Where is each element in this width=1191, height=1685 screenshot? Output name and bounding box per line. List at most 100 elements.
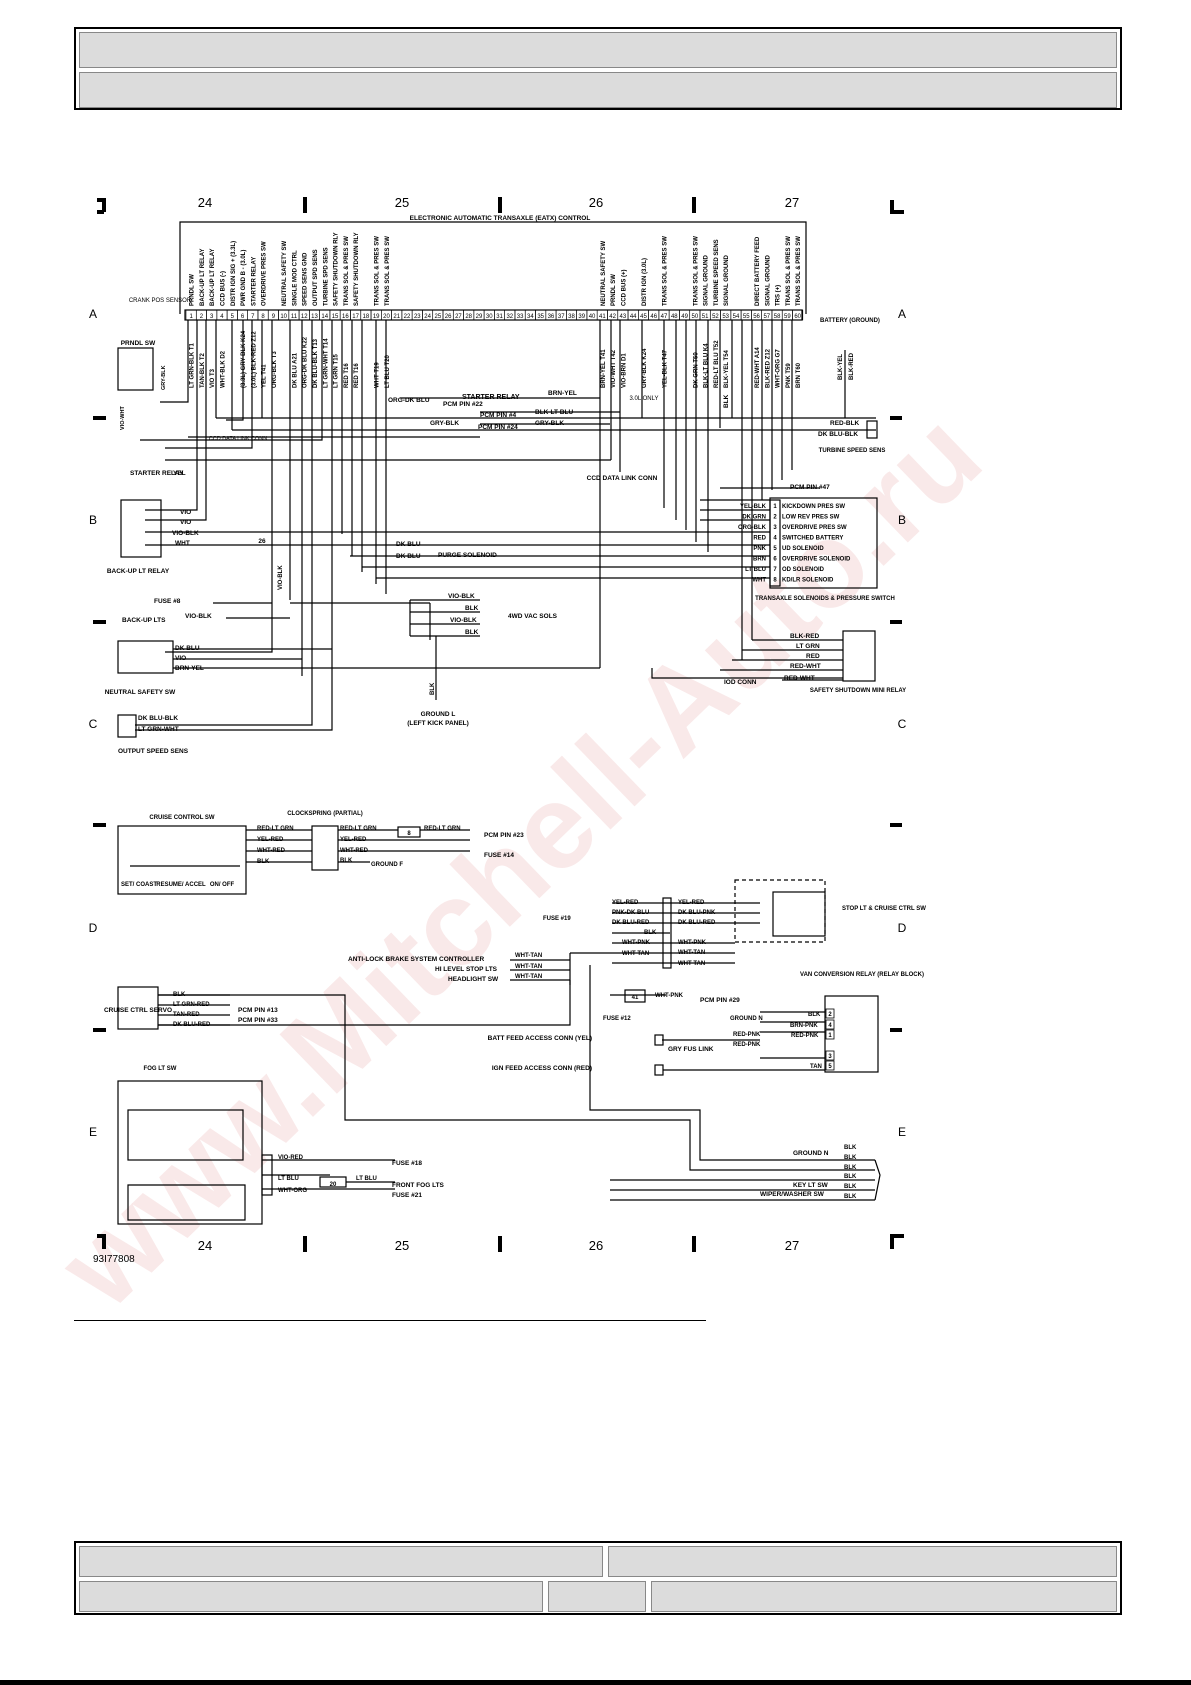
pin-wire-60: BRN T60 [796, 362, 802, 388]
pin-function-52: TURBINE SPEED SENS [714, 239, 720, 306]
pin-number-50: 50 [692, 314, 699, 320]
solenoid-pin-8-name: KD/LR SOLENOID [782, 578, 834, 584]
label-gry-blk: GRY-BLK [161, 365, 167, 390]
label-blk-e3: BLK [844, 1165, 857, 1171]
label-lt-blu-2: LT BLU [356, 1176, 377, 1182]
label-servo-blk: BLK [173, 992, 186, 998]
footer-frame [74, 1541, 1122, 1615]
pin-function-50: TRANS SOL & PRES SW [693, 236, 699, 306]
pin-number-10: 10 [280, 314, 287, 320]
pin-number-46: 46 [650, 314, 657, 320]
label-yel: YEL [173, 470, 186, 477]
solenoid-pin-7-number: 7 [773, 567, 777, 573]
label-prndl-sw: PRNDL SW [121, 340, 156, 347]
pin-function-58: TRS (+) [776, 285, 782, 306]
label-pcm-pin-47: PCM PIN #47 [790, 484, 830, 491]
label-blk-v1: BLK [808, 1012, 821, 1018]
label-wht-pnk-a: WHT-PNK [622, 940, 651, 946]
pin-number-7: 7 [251, 314, 255, 320]
pin-wire-9: ORG-BLK T3 [272, 351, 278, 388]
label-cc-red-lt-grn-3: RED-LT GRN [424, 826, 461, 832]
pin-function-19: TRANS SOL & PRES SW [375, 236, 381, 306]
label-back-up-lts: BACK-UP LTS [122, 617, 166, 624]
pin-number-31: 31 [496, 314, 503, 320]
pin-number-8: 8 [261, 314, 265, 320]
label-purge-solenoid: PURGE SOLENOID [438, 552, 497, 559]
section-rule [74, 1320, 706, 1321]
pin-function-3: BACK-UP LT RELAY [210, 248, 216, 306]
label-key-lt-sw: KEY LT SW [793, 1182, 829, 1189]
row-letter-right-A: A [898, 307, 906, 321]
pin-number-36: 36 [548, 314, 555, 320]
pin-wire-16: RED T16 [344, 363, 350, 388]
row-letter-right-C: C [898, 717, 907, 731]
label-batt-feed: BATT FEED ACCESS CONN (YEL) [488, 1035, 592, 1042]
label-vio: VIO [180, 509, 191, 516]
relay-terminal-4: 4 [828, 1023, 832, 1029]
label-vio-blk-vert: VIO-BLK [278, 565, 284, 590]
pin-number-41: 41 [599, 314, 606, 320]
label-wht-tan-1: WHT-TAN [515, 953, 542, 959]
pin-function-11: SINGLE MOD CTRL [292, 250, 298, 306]
pin-number-26: 26 [445, 314, 452, 320]
label-red-wht: RED-WHT [790, 663, 821, 670]
pin-wire-47: YEL-BLK T47 [663, 349, 669, 388]
label-org-dk-blu: ORG-DK BLU [388, 397, 430, 404]
label-pcm-pin-29: PCM PIN #29 [700, 997, 740, 1004]
label-gry-blk-2: GRY-BLK [430, 420, 459, 427]
label-vio-blk: VIO-BLK [172, 530, 199, 537]
pin-wire-2: TAN-BLK T2 [200, 352, 206, 388]
column-header-top-27: 27 [785, 195, 799, 210]
pin-wire-6: (3.3L) GRY-BLK K24 [241, 330, 247, 388]
label-fuse-14: FUSE #14 [484, 852, 514, 859]
wiring-lines [93, 197, 904, 1252]
footer-cell-2 [608, 1546, 1117, 1577]
solenoid-pin-2-number: 2 [773, 515, 777, 521]
pin-function-6: PWR GND B - (3.0L) [241, 250, 247, 306]
label-hi-level-stop: HI LEVEL STOP LTS [435, 966, 498, 973]
pin-function-2: BACK-UP LT RELAY [200, 248, 206, 306]
relay-terminal-2: 2 [828, 1012, 832, 1018]
pin-function-5: DISTR IGN SIG + (3.3L) [231, 241, 237, 306]
pin-number-57: 57 [763, 314, 770, 320]
label-headlight-sw: HEADLIGHT SW [448, 976, 499, 983]
label-fuse-21: FUSE #21 [392, 1192, 422, 1199]
row-letter-left-C: C [89, 717, 98, 731]
label-wht-tan-a: WHT-TAN [622, 951, 649, 957]
label-blk-e1: BLK [844, 1145, 857, 1151]
pin-number-28: 28 [465, 314, 472, 320]
pin-number-3: 3 [210, 314, 214, 320]
label-blk-e4: BLK [844, 1174, 857, 1180]
header-title-bar [79, 32, 1117, 68]
column-header-top-25: 25 [395, 195, 409, 210]
pin-number-19: 19 [373, 314, 380, 320]
header-subtitle-bar [79, 72, 1117, 108]
label-lt-blu-1: LT BLU [278, 1176, 299, 1182]
label-wht-tan-3: WHT-TAN [515, 974, 542, 980]
label-fuse-8: FUSE #8 [154, 598, 181, 605]
pin-number-12: 12 [301, 314, 308, 320]
label-starter-relay-left: STARTER RELAY [130, 470, 184, 477]
pin-number-52: 52 [712, 314, 719, 320]
label-red-pnk-2: RED-PNK [791, 1033, 819, 1039]
pin-wire-12: ORG-DK BLU K22 [303, 336, 309, 388]
figure-id: 93I77808 [93, 1254, 135, 1265]
label-left-kick-panel: (LEFT KICK PANEL) [407, 720, 469, 727]
relay-terminal-box-2 [825, 1008, 835, 1019]
solenoid-pin-7-name: OD SOLENOID [782, 567, 825, 573]
footer-cell-4 [548, 1581, 646, 1612]
label-ign-feed: IGN FEED ACCESS CONN (RED) [492, 1065, 592, 1072]
pin-function-12: SPEED SENS GND [303, 252, 309, 306]
solenoid-pin-1-name: KICKDOWN PRES SW [782, 504, 845, 510]
pin-wire-45: GRY-BLK K24 [642, 348, 648, 388]
solenoid-pin-6-wire: BRN [753, 557, 766, 563]
label-cruise-control-sw: CRUISE CONTROL SW [149, 815, 215, 821]
pin-wire-14: LT GRN-WHT T14 [323, 338, 329, 388]
label-blk-e6: BLK [844, 1194, 857, 1200]
pin-function-51: SIGNAL GROUND [704, 254, 710, 306]
label-cc-red-lt-grn-2: RED-LT GRN [340, 826, 377, 832]
pin-number-20: 20 [383, 314, 390, 320]
label-conn-8: 8 [407, 831, 411, 837]
pin-wire-4: WHT-BLK D2 [220, 350, 226, 388]
solenoid-pin-4-name: SWITCHED BATTERY [782, 536, 843, 542]
